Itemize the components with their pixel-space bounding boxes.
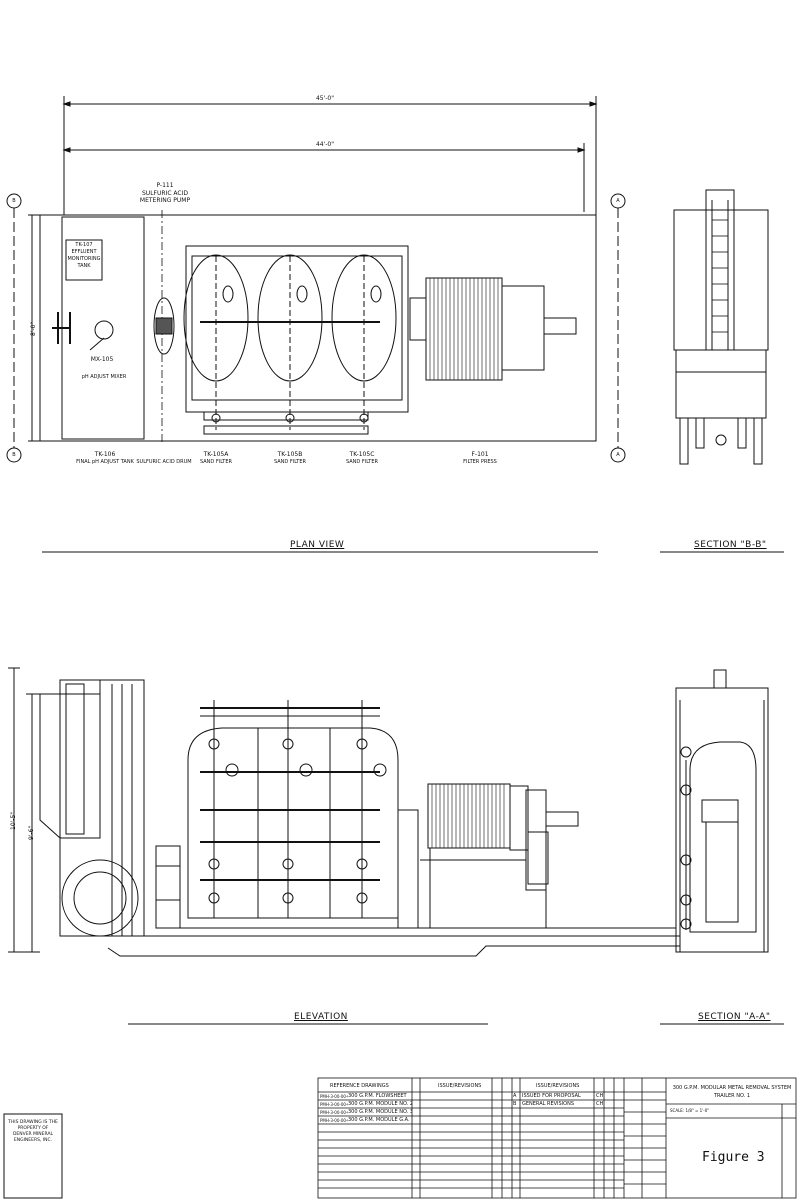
equip-desc-2: SULFURIC ACID DRUM — [136, 459, 192, 465]
mixer-symbol — [94, 320, 114, 340]
plan-view-title: PLAN VIEW — [290, 540, 345, 550]
section-b-title: SECTION "B-B" — [694, 540, 767, 550]
mixer-desc: pH ADJUST MIXER — [81, 374, 127, 380]
total-height-dimension: 10'-5" — [10, 811, 17, 830]
pump-desc-1: SULFURIC ACID — [142, 190, 188, 197]
equip-tag-1: TK-106 — [94, 451, 116, 458]
plan-view — [6, 96, 626, 553]
sand-filter-tanks-elevation — [187, 700, 399, 919]
rev-no-2: B — [513, 1101, 517, 1107]
note-line-1: THIS DRAWING IS THE — [8, 1120, 58, 1125]
section-a-a — [660, 669, 784, 1025]
ref-no-3: PMH-3-00-00-03 — [320, 1110, 348, 1115]
inner-dimension: 44'-0" — [315, 141, 335, 148]
project-line-1: 300 G.P.M. MODULAR METAL REMOVAL SYSTEM — [672, 1085, 792, 1091]
inner-height-dimension: 9'-6" — [28, 825, 35, 840]
sulfuric-acid-drum-plan — [153, 297, 175, 355]
equip-desc-3: SAND FILTER — [199, 459, 232, 465]
ref-desc-4: 300 G.P.M. MODULE G.A. — [348, 1117, 410, 1123]
section-mark-a-bottom: A — [616, 452, 620, 458]
tank-tag: TK-107 — [75, 242, 93, 248]
equip-desc-4: SAND FILTER — [273, 459, 306, 465]
plan-width-dimension: 8'-0" — [30, 321, 37, 336]
truck-cab — [39, 679, 145, 937]
ref-desc-1: 300 G.P.M. FLOWSHEET — [348, 1093, 407, 1099]
section-b-b — [660, 189, 784, 553]
equip-desc-6: FILTER PRESS — [463, 459, 497, 465]
rev-by-1: CH — [596, 1093, 604, 1099]
section-a-title: SECTION "A-A" — [698, 1012, 771, 1022]
scale-label: SCALE: 1/8" = 1'-0" — [670, 1108, 710, 1113]
mixer-tag: MX-105 — [90, 356, 114, 363]
rev-desc-2: GENERAL REVISIONS — [522, 1101, 575, 1107]
rev-no-1: A — [513, 1093, 517, 1099]
sand-filter-skid — [185, 245, 409, 413]
ownership-note-box — [3, 1113, 63, 1199]
pump-desc-2: METERING PUMP — [139, 197, 191, 204]
elevation-view — [8, 667, 681, 1025]
overall-dimension: 45'-0" — [315, 95, 335, 102]
ref-no-2: PMH-3-00-00-02 — [320, 1102, 348, 1107]
section-mark-b-bottom: B — [12, 452, 16, 458]
equip-tag-5: TK-105C — [349, 451, 375, 458]
section-mark-b-top: B — [12, 198, 16, 204]
title-block — [317, 1077, 797, 1199]
equip-tag-6: F-101 — [471, 451, 489, 458]
project-line-2: TRAILER NO. 1 — [713, 1093, 751, 1099]
equip-tag-4: TK-105B — [277, 451, 303, 458]
pump-tag: P-111 — [156, 182, 174, 189]
equip-tag-3: TK-105A — [203, 451, 229, 458]
section-markers-plan — [6, 193, 626, 463]
ref-drawings-header: REFERENCE DRAWINGS — [330, 1083, 389, 1089]
note-line-4: ENGINEERS, INC. — [13, 1138, 53, 1143]
tank-desc-2: MONITORING — [67, 256, 101, 262]
ref-no-4: PMH-3-00-00-04 — [320, 1118, 348, 1123]
section-mark-a-top: A — [616, 198, 620, 204]
filter-press-elevation — [420, 783, 579, 928]
rev-by-2: CH — [596, 1101, 604, 1107]
tank-desc-1: EFFLUENT — [71, 249, 97, 255]
elevation-title: ELEVATION — [294, 1012, 348, 1022]
figure-label: Figure 3 — [702, 1150, 765, 1165]
ref-no-1: PMH-3-00-00-03 — [320, 1094, 348, 1099]
equip-desc-5: SAND FILTER — [345, 459, 378, 465]
ref-desc-3: 300 G.P.M. MODULE NO. 3 — [348, 1109, 412, 1115]
sand-filter-tanks-plan — [183, 254, 397, 430]
filter-press-plan — [409, 277, 577, 381]
issue-header-2: ISSUE/REVISIONS — [536, 1083, 580, 1089]
issue-header-1: ISSUE/REVISIONS — [438, 1083, 482, 1089]
rev-desc-1: ISSUED FOR PROPOSAL — [522, 1093, 581, 1099]
ref-desc-2: 300 G.P.M. MODULE NO. 2 — [348, 1101, 412, 1107]
note-line-2: PROPERTY OF — [17, 1126, 49, 1131]
trailer-deck — [107, 935, 681, 957]
acid-drum-elevation — [155, 845, 181, 929]
trailer-outline-plan — [39, 214, 597, 442]
tank-desc-3: TANK — [77, 263, 91, 269]
equip-desc-1: FINAL pH ADJUST TANK — [76, 459, 134, 465]
note-line-3: DENVER MINERAL — [12, 1132, 54, 1137]
